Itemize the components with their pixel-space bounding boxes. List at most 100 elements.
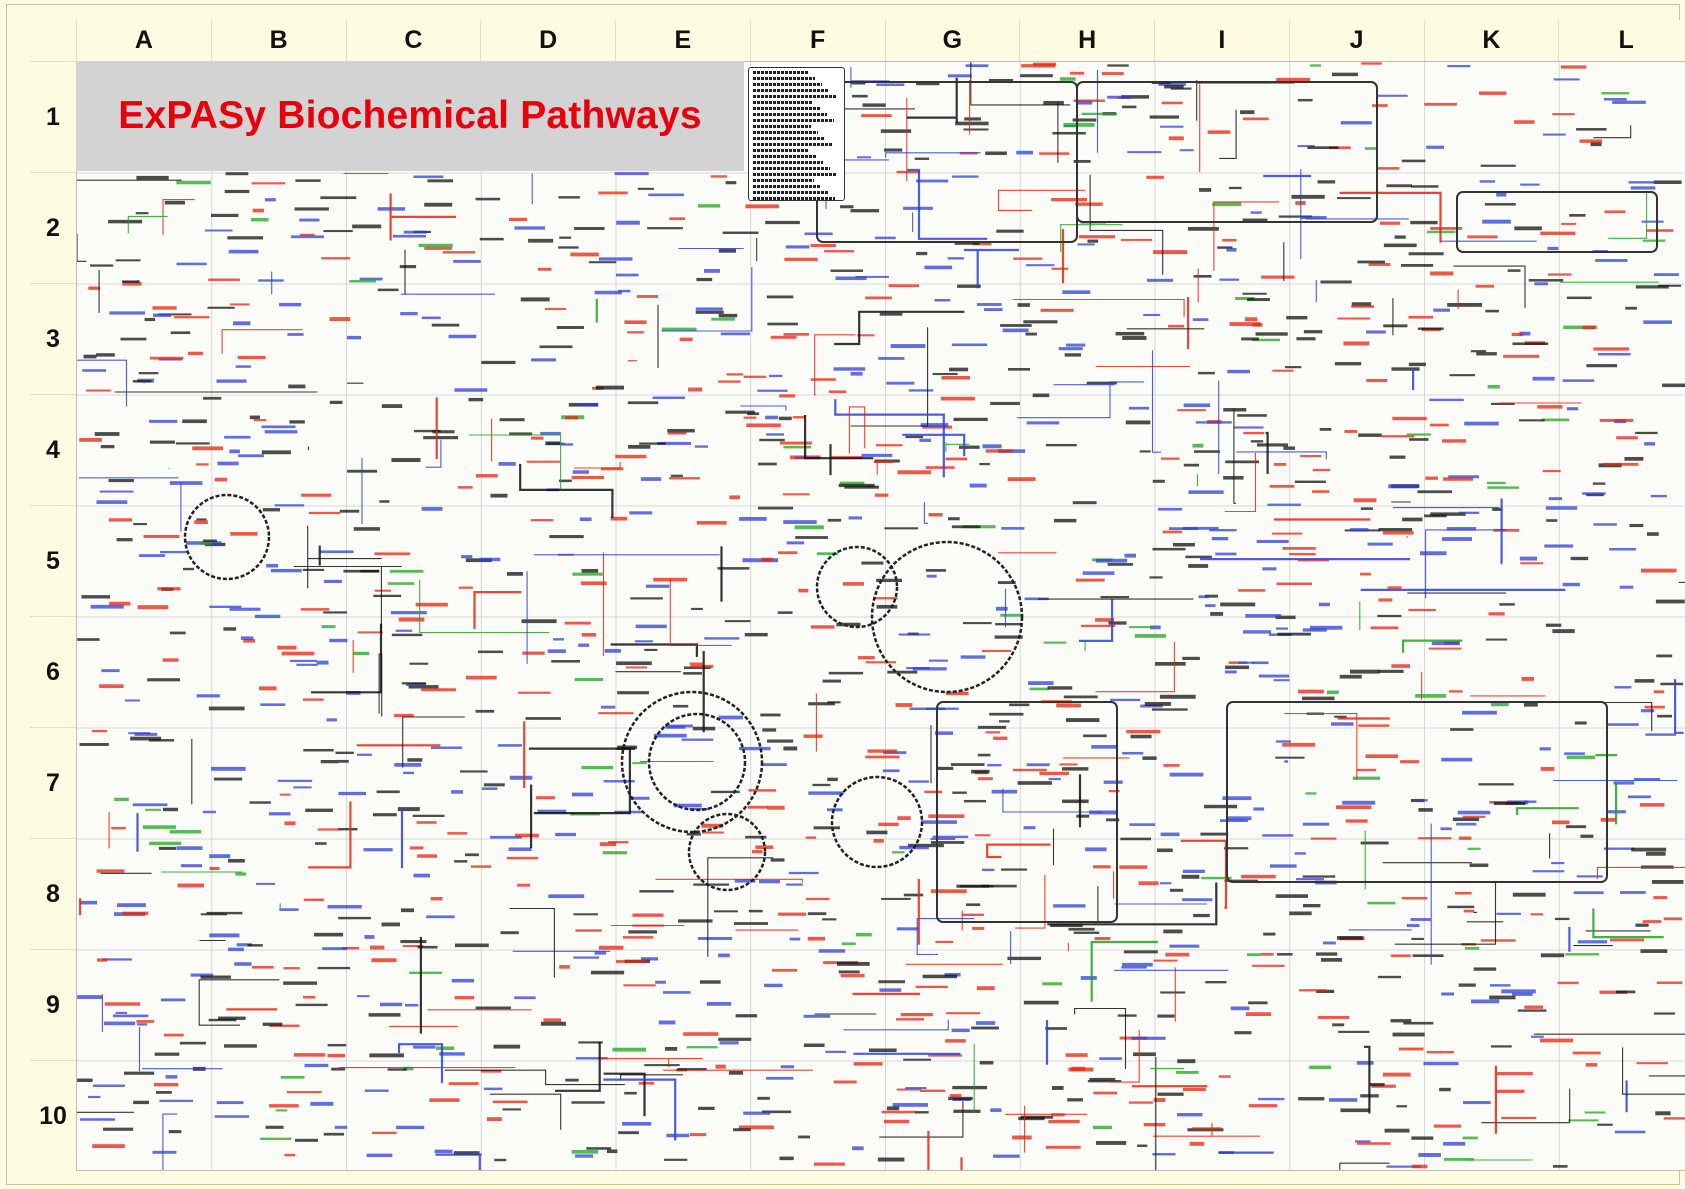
compound-label	[371, 958, 396, 962]
compound-label	[1540, 1039, 1573, 1043]
compound-label	[1564, 752, 1585, 755]
compound-label	[1007, 957, 1041, 960]
compound-label	[1177, 1113, 1202, 1116]
compound-label	[919, 439, 931, 442]
compound-label	[367, 1154, 393, 1157]
compound-label	[1449, 374, 1475, 376]
compound-label	[1391, 367, 1419, 370]
compound-label	[1434, 1125, 1461, 1128]
compound-label	[904, 894, 923, 897]
compound-label	[1303, 875, 1336, 877]
pathway-map[interactable]	[76, 61, 1685, 1171]
compound-label	[455, 996, 474, 999]
compound-label	[77, 1079, 92, 1082]
pathway-connector	[917, 919, 974, 955]
compound-label	[779, 417, 792, 421]
compound-label	[884, 527, 918, 529]
compound-label	[177, 846, 203, 850]
compound-label	[296, 1004, 328, 1006]
compound-label	[1537, 405, 1562, 409]
compound-label	[1230, 322, 1261, 326]
compound-label	[1543, 470, 1561, 472]
compound-label	[214, 778, 242, 781]
compound-label	[808, 791, 843, 794]
compound-label	[108, 220, 142, 224]
compound-label	[829, 672, 863, 675]
compound-label	[698, 937, 732, 940]
compound-label	[1027, 763, 1050, 766]
compound-label	[704, 269, 720, 273]
pathway-connector	[844, 1020, 949, 1030]
compound-label	[528, 239, 553, 243]
compound-label	[289, 420, 304, 423]
compound-label	[970, 484, 987, 488]
compound-label	[369, 1053, 404, 1057]
compound-label	[1426, 146, 1444, 149]
compound-label	[771, 858, 785, 861]
compound-label	[77, 638, 99, 641]
compound-label	[1643, 920, 1662, 923]
compound-label	[390, 570, 423, 573]
compound-label	[1168, 325, 1184, 328]
compound-label	[1390, 456, 1406, 459]
compound-label	[682, 739, 714, 741]
compound-label	[254, 419, 267, 421]
compound-label	[374, 552, 410, 555]
compound-label	[1540, 232, 1575, 235]
compound-label	[1226, 248, 1236, 252]
compound-label	[704, 637, 739, 639]
compound-label	[581, 581, 607, 585]
compound-label	[401, 908, 414, 912]
compound-label	[586, 1147, 611, 1150]
compound-label	[1332, 73, 1358, 76]
compound-label	[915, 1111, 929, 1113]
compound-label	[739, 517, 767, 521]
compound-label	[806, 898, 830, 900]
compound-label	[1569, 214, 1585, 217]
compound-label	[746, 423, 781, 427]
compound-label	[1300, 455, 1321, 457]
compound-label	[628, 401, 658, 404]
compound-label	[80, 743, 109, 746]
compound-label	[627, 331, 644, 333]
compound-label	[1657, 715, 1672, 718]
compound-label	[1609, 548, 1636, 551]
compound-label	[1593, 482, 1606, 484]
compound-label	[683, 672, 702, 675]
compound-label	[1101, 596, 1129, 598]
compound-label	[896, 1018, 924, 1020]
column-header-a: A	[76, 20, 211, 61]
compound-label	[1388, 586, 1402, 589]
pathway-connector	[294, 567, 402, 632]
compound-label	[81, 595, 110, 598]
pathway-connector	[1214, 202, 1279, 271]
compound-label	[370, 946, 384, 950]
compound-label	[1311, 838, 1337, 840]
compound-label	[693, 883, 729, 885]
compound-label	[1316, 952, 1337, 955]
compound-label	[1182, 875, 1200, 879]
compound-label	[161, 998, 185, 1001]
compound-label	[794, 525, 823, 529]
compound-label	[548, 649, 566, 653]
compound-label	[996, 230, 1023, 233]
compound-label	[1531, 913, 1544, 915]
compound-label	[109, 311, 145, 314]
compound-label	[646, 585, 669, 588]
compound-label	[865, 756, 899, 759]
compound-label	[80, 1118, 115, 1121]
compound-label	[1016, 151, 1033, 155]
compound-label	[1259, 675, 1289, 678]
compound-label	[209, 707, 245, 711]
compound-label	[133, 380, 152, 382]
compound-label	[582, 633, 596, 637]
compound-label	[615, 172, 649, 175]
compound-label	[451, 790, 463, 794]
compound-label	[1479, 91, 1506, 94]
column-header-e: E	[615, 20, 750, 61]
compound-label	[1234, 1031, 1251, 1034]
compound-label	[324, 580, 342, 583]
compound-label	[163, 658, 179, 661]
compound-label	[170, 632, 186, 635]
compound-label	[1296, 337, 1315, 340]
